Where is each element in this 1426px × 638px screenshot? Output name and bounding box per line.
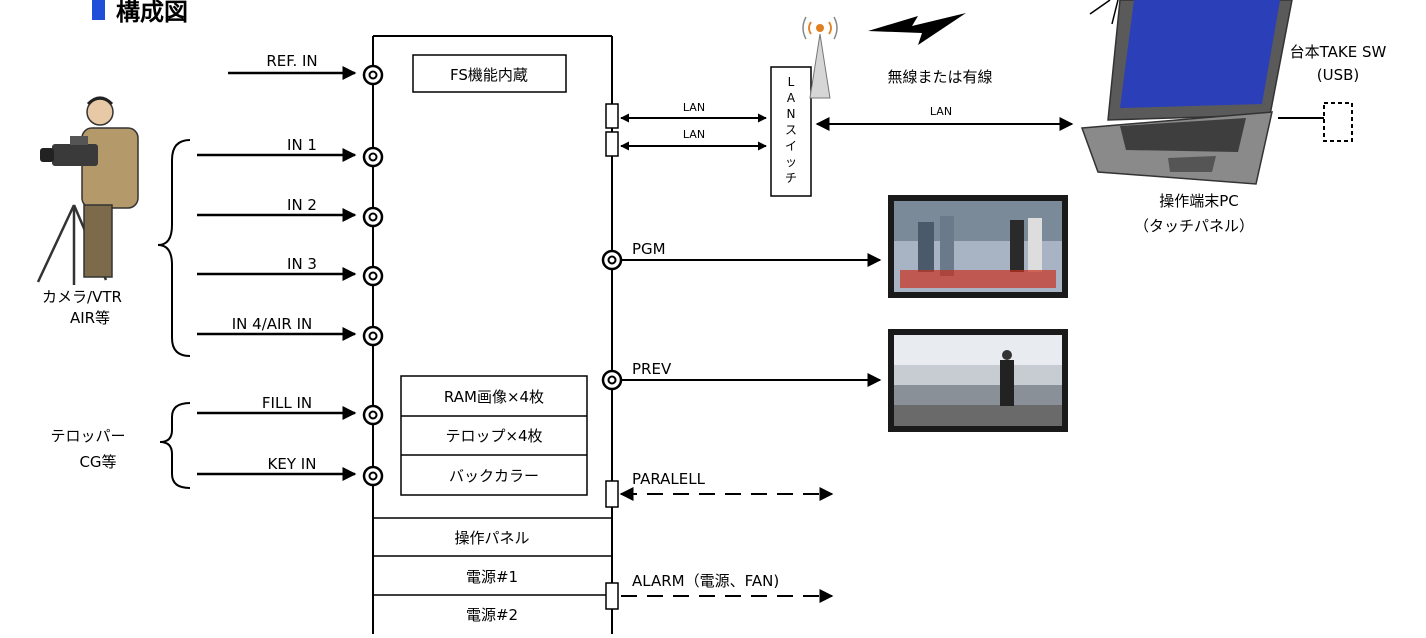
laptop-icon — [1080, 0, 1293, 185]
camera-operator-icon — [36, 96, 139, 285]
title-accent-bar — [92, 0, 105, 20]
lan-switch-char: ッ — [785, 155, 797, 169]
ref-jack-icon — [362, 64, 384, 86]
lan-switch-char: L — [788, 75, 795, 89]
in1-jack-icon — [362, 146, 384, 168]
ref-in-label: REF. IN — [266, 52, 317, 70]
cg-label: CG等 — [79, 453, 116, 471]
lan-switch-box — [770, 66, 812, 197]
input-ref — [228, 64, 384, 86]
parallel-label: PARALELL — [632, 470, 706, 488]
telop-label: テロップ×4枚 — [445, 427, 542, 445]
telop-brace — [159, 402, 191, 489]
input-4 — [197, 325, 384, 347]
lan-switch-char: ス — [785, 123, 797, 137]
usb-label: (USB) — [1317, 66, 1360, 84]
in2-label: IN 2 — [287, 196, 317, 214]
prev-label: PREV — [632, 360, 672, 378]
take-sw-label: 台本TAKE SW — [1290, 43, 1387, 61]
telop-source-label: テロッパー — [50, 427, 125, 445]
ram-label: RAM画像×4枚 — [444, 388, 544, 406]
power1-label: 電源#1 — [466, 568, 518, 586]
bottom-sections — [373, 517, 612, 596]
fs-label: FS機能内蔵 — [450, 66, 528, 84]
lan-label-3: LAN — [930, 105, 952, 118]
fs-box — [412, 54, 567, 93]
back-color-label: バックカラー — [449, 467, 539, 485]
alarm-port — [605, 582, 619, 610]
camera-label: カメラ/VTR — [42, 288, 122, 306]
parallel-port — [605, 480, 619, 508]
fill-in-label: FILL IN — [262, 394, 312, 412]
pc-label: 操作端末PC — [1159, 192, 1239, 210]
input-key — [197, 465, 384, 487]
panel-label: 操作パネル — [454, 529, 529, 547]
lan-port-1 — [605, 103, 619, 129]
alarm-label: ALARM（電源、FAN) — [632, 572, 779, 590]
fill-jack-icon — [362, 404, 384, 426]
in3-label: IN 3 — [287, 255, 317, 273]
antenna-icon — [802, 16, 838, 99]
input-fill — [197, 404, 384, 426]
key-jack-icon — [362, 465, 384, 487]
pgm-jack-icon — [601, 249, 623, 271]
in2-jack-icon — [362, 206, 384, 228]
lan-switch-char: イ — [785, 139, 797, 153]
in4-jack-icon — [362, 325, 384, 347]
key-in-label: KEY IN — [268, 455, 317, 473]
input-3 — [197, 265, 384, 287]
wireless-label: 無線または有線 — [887, 68, 992, 86]
lan-label-1: LAN — [683, 101, 705, 114]
lan-switch-char: A — [787, 91, 796, 105]
prev-monitor-thumbnail — [888, 329, 1068, 432]
input-1 — [197, 146, 384, 168]
take-switch-icon — [1323, 102, 1353, 142]
camera-brace — [157, 139, 191, 357]
pgm-monitor-thumbnail — [888, 195, 1068, 298]
lan-port-2 — [605, 131, 619, 157]
air-label: AIR等 — [70, 309, 110, 327]
power2-label: 電源#2 — [466, 606, 518, 624]
pgm-label: PGM — [632, 240, 666, 258]
memory-box — [400, 375, 588, 496]
input-2 — [197, 206, 384, 228]
lan-switch-char: N — [787, 107, 796, 121]
in3-jack-icon — [362, 265, 384, 287]
touch-panel-label: （タッチパネル） — [1134, 217, 1254, 235]
prev-jack-icon — [601, 369, 623, 391]
lan-switch-char: チ — [785, 171, 797, 185]
page-title: 構成図 — [116, 0, 188, 26]
lan-label-2: LAN — [683, 128, 705, 141]
wireless-bolt-icon — [868, 13, 966, 45]
in4-label: IN 4/AIR IN — [232, 315, 313, 333]
in1-label: IN 1 — [287, 136, 317, 154]
